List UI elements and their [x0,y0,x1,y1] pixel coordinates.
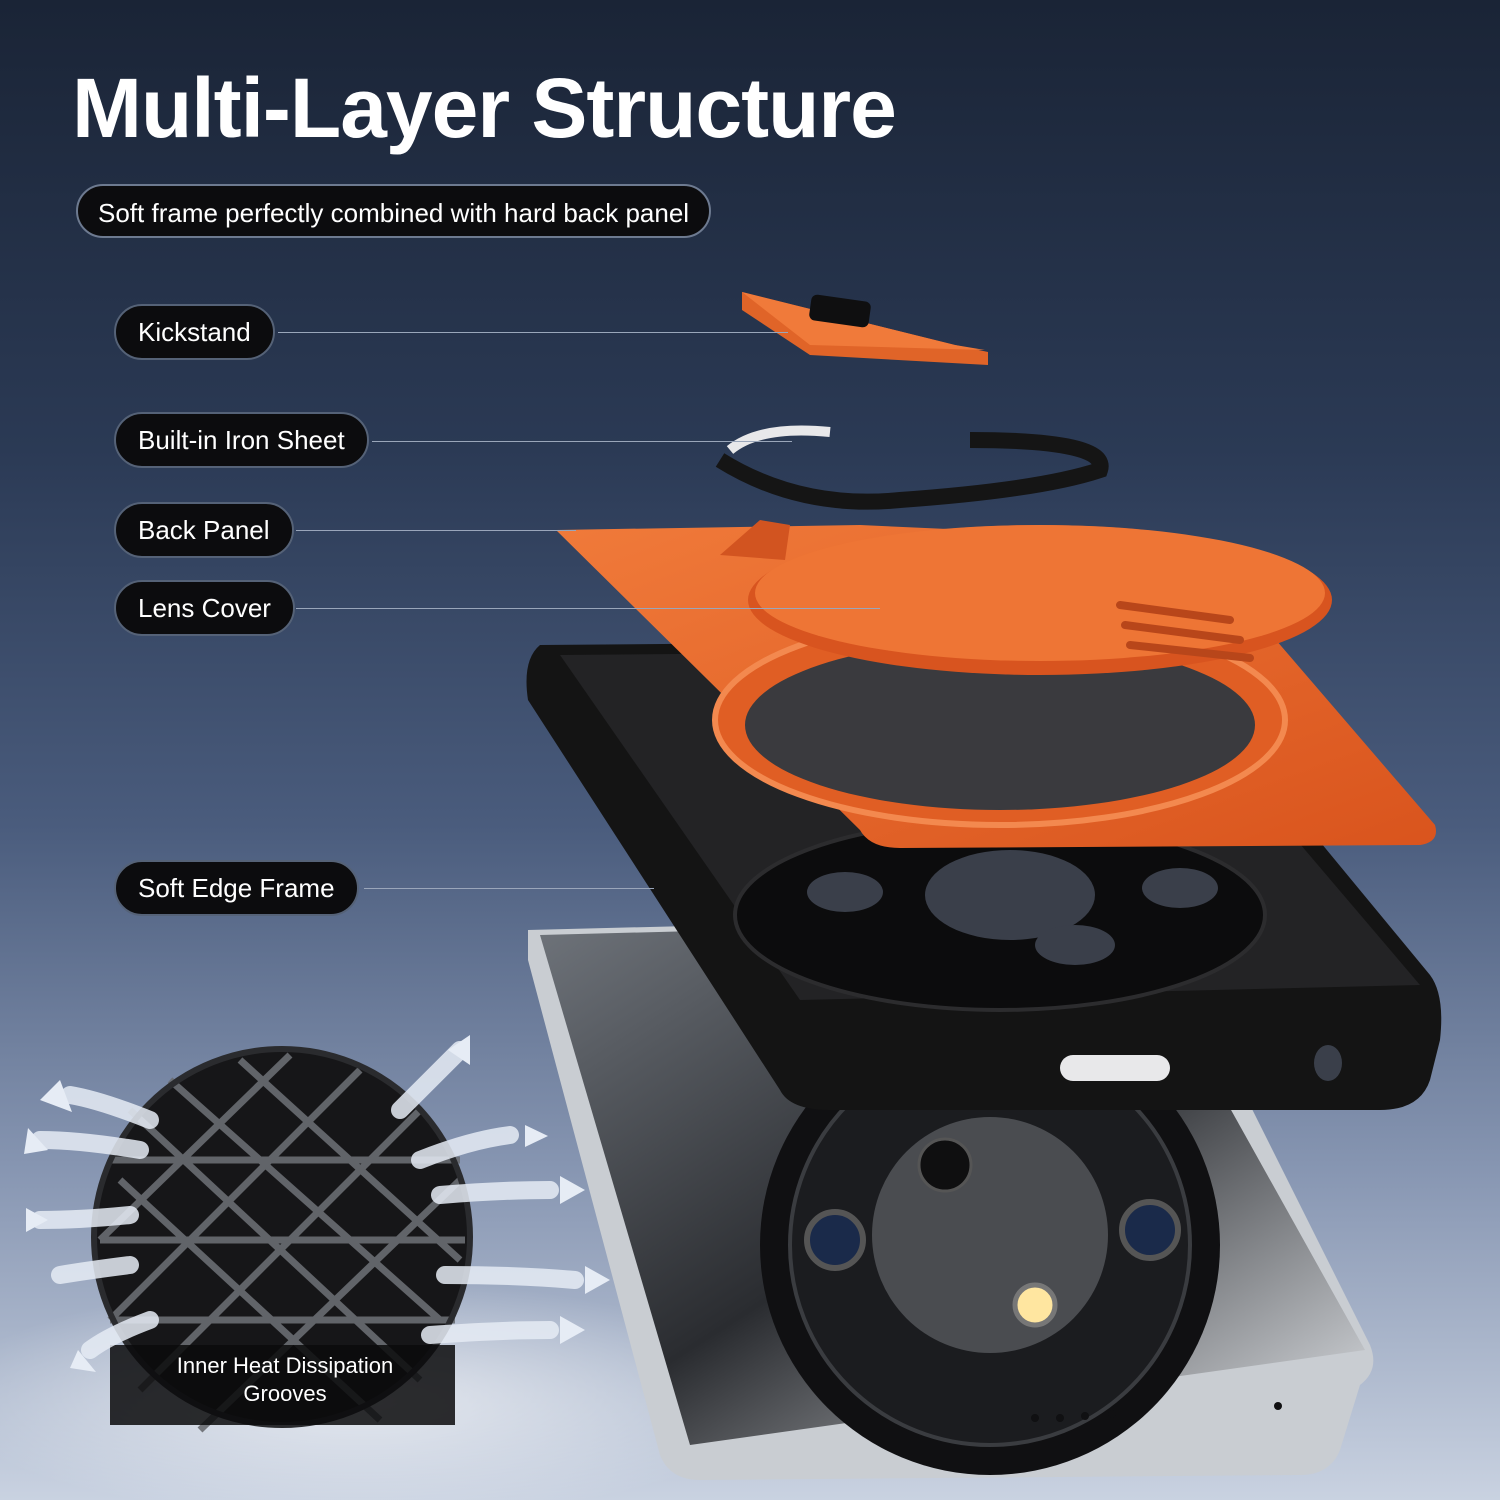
lens-cover [748,525,1332,675]
heat-dissipation-label: Inner Heat Dissipation Grooves [140,1352,430,1408]
leader-line-lens-cover [296,608,880,609]
leader-line-soft-edge-frame [364,888,654,889]
label-back-panel: Back Panel [114,502,294,558]
leader-line-kickstand [278,332,788,333]
iron-sheet-ring [715,425,1109,510]
label-soft-edge-frame: Soft Edge Frame [114,860,359,916]
page-title: Multi-Layer Structure [72,61,897,155]
subtitle-badge: Soft frame perfectly combined with hard … [76,184,712,238]
heat-label-line1: Inner Heat Dissipation [176,1353,394,1378]
label-iron-sheet: Built-in Iron Sheet [114,412,369,468]
leader-line-iron-sheet [372,441,792,442]
heat-dissipation-inset [24,1035,610,1433]
phone-main-lens [872,1117,1108,1353]
label-lens-cover: Lens Cover [114,580,295,636]
kickstand [742,292,988,365]
label-kickstand: Kickstand [114,304,275,360]
leader-line-back-panel [296,530,576,531]
heat-label-line2: Grooves [243,1381,327,1406]
